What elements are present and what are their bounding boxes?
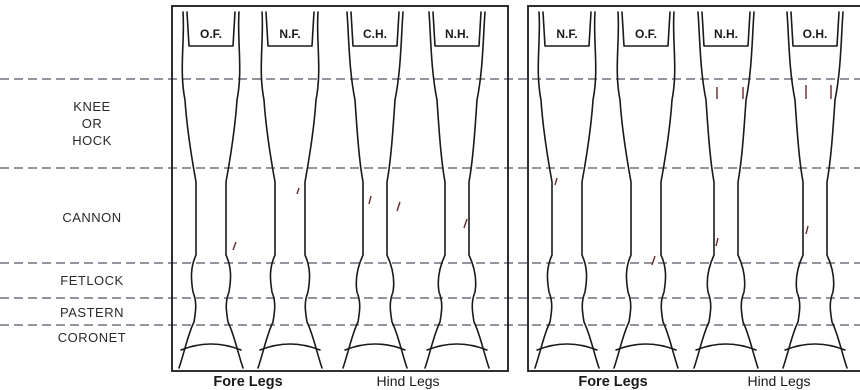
right-panel-leg-tags: N.F. O.F. N.H. O.H. xyxy=(556,27,827,41)
leg-2-right-outline xyxy=(305,12,322,368)
leg-6-left-outline xyxy=(614,12,631,368)
leg-6-hoof xyxy=(616,344,676,350)
left-panel-leg-tags: O.F. N.F. C.H. N.H. xyxy=(200,27,469,41)
label-knee: KNEE xyxy=(73,99,110,114)
leg-marks xyxy=(233,85,831,265)
mark-2 xyxy=(297,188,299,194)
leg-tag-left-1: O.F. xyxy=(200,27,222,41)
leg-4-hoof xyxy=(427,344,487,350)
left-panel-frame xyxy=(172,6,508,371)
leg-tag-right-4: O.H. xyxy=(803,27,828,41)
mark-11 xyxy=(806,85,831,99)
label-hock: HOCK xyxy=(72,133,112,148)
leg-7-left-outline xyxy=(694,12,714,368)
region-divider-lines xyxy=(0,79,860,325)
leg-7-hoof xyxy=(696,344,756,350)
leg-3-right-outline xyxy=(387,12,407,368)
label-or: OR xyxy=(82,116,103,131)
caption-right-hind: Hind Legs xyxy=(747,373,810,389)
leg-2-hoof xyxy=(260,344,320,350)
leg-4-left-outline xyxy=(425,12,445,368)
label-coronet: CORONET xyxy=(58,330,127,345)
mark-4 xyxy=(397,202,400,211)
label-cannon: CANNON xyxy=(62,210,121,225)
leg-7-right-outline xyxy=(738,12,758,368)
caption-right-fore: Fore Legs xyxy=(578,374,647,390)
mark-7 xyxy=(652,256,655,265)
mark-6 xyxy=(555,178,557,185)
leg-tag-left-3: C.H. xyxy=(363,27,387,41)
leg-8-left-outline xyxy=(783,12,803,368)
leg-tag-left-4: N.H. xyxy=(445,27,469,41)
mark-5 xyxy=(464,219,467,228)
leg-5-left-outline xyxy=(535,12,552,368)
leg-8-right-outline xyxy=(827,12,847,368)
leg-2-left-outline xyxy=(258,12,275,368)
leg-8-hoof xyxy=(785,344,845,350)
leg-3-left-outline xyxy=(343,12,363,368)
leg-tag-right-1: N.F. xyxy=(556,27,577,41)
caption-left-hind: Hind Legs xyxy=(376,373,439,389)
captions: Fore Legs Hind Legs Fore Legs Hind Legs xyxy=(213,373,810,390)
mark-3 xyxy=(369,196,371,204)
leg-1-left-outline xyxy=(179,12,196,368)
leg-outlines xyxy=(179,12,847,368)
right-panel-frame xyxy=(528,6,860,371)
region-labels: KNEE OR HOCK CANNON FETLOCK PASTERN CORO… xyxy=(58,99,127,345)
leg-1-hoof xyxy=(181,344,241,350)
leg-tag-right-3: N.H. xyxy=(714,27,738,41)
label-pastern: PASTERN xyxy=(60,305,124,320)
mark-10 xyxy=(717,87,743,99)
leg-1-right-outline xyxy=(226,12,243,368)
label-fetlock: FETLOCK xyxy=(60,273,123,288)
leg-6-right-outline xyxy=(661,12,678,368)
mark-8 xyxy=(716,238,718,246)
leg-tag-left-2: N.F. xyxy=(279,27,300,41)
mark-9 xyxy=(806,226,808,234)
leg-tag-right-2: O.F. xyxy=(635,27,657,41)
caption-left-fore: Fore Legs xyxy=(213,374,282,390)
mark-1 xyxy=(233,242,236,250)
leg-5-hoof xyxy=(537,344,597,350)
leg-4-right-outline xyxy=(469,12,489,368)
leg-5-right-outline xyxy=(582,12,599,368)
leg-3-hoof xyxy=(345,344,405,350)
